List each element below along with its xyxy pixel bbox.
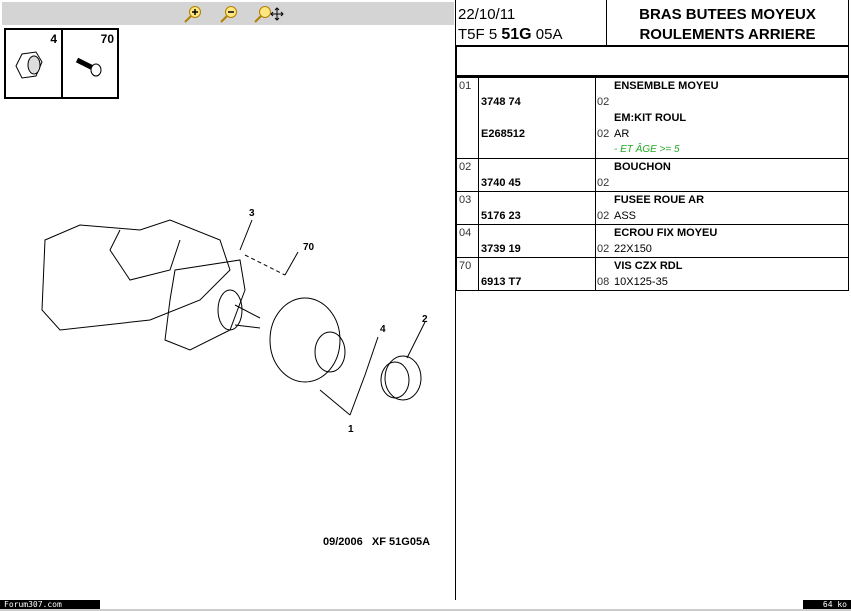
item-number: 01 [456, 77, 479, 159]
parts-table: 01 3748 74 E268512 02 02 ENSEMBLE MOYEU EM:… [456, 77, 849, 291]
nut-icon [15, 51, 43, 79]
file-size: 64 ko [803, 600, 851, 610]
parts-header: 22/10/11 T5F 5 51G 05A BRAS BUTEES MOYEU… [456, 0, 849, 47]
description: VIS CZX RDL [614, 260, 683, 272]
page-code: T5F 5 51G 05A [458, 26, 563, 43]
date: 22/10/11 [458, 6, 516, 23]
table-row[interactable]: 01 3748 74 E268512 02 02 ENSEMBLE MOYEU EM:… [456, 77, 849, 159]
callout-1: 1 [348, 424, 354, 435]
quantity: 08 [597, 276, 610, 288]
zoom-in-icon[interactable] [182, 5, 204, 23]
title-line-1: BRAS BUTEES MOYEUX [639, 6, 816, 23]
note: - ET ÂGE >= 5 [614, 144, 680, 155]
part-thumbnails: 4 70 [4, 28, 119, 99]
exploded-hub-diagram: 1 2 3 4 70 [41, 208, 428, 435]
zoom-out-icon[interactable] [218, 5, 240, 23]
item-number: 70 [456, 257, 479, 291]
callout-2: 2 [422, 314, 428, 325]
quantity: 02 [597, 210, 610, 222]
part-ref[interactable]: 3748 74 [481, 96, 521, 108]
callout-3: 3 [249, 208, 255, 219]
blank-row [456, 47, 849, 77]
thumbnail-nut[interactable]: 4 [6, 30, 61, 97]
callout-70: 70 [303, 242, 315, 253]
part-ref[interactable]: 6913 T7 [481, 276, 522, 288]
diagram-reference: 09/2006 XF 51G05A [323, 536, 431, 548]
item-number: 04 [456, 224, 479, 258]
sub-description: AR [614, 128, 630, 140]
thumb-number: 4 [50, 32, 57, 46]
diagram-panel: 4 70 1 2 3 4 70 09/2006 XF 51G05A [2, 2, 454, 548]
part-ref[interactable]: 3739 19 [481, 243, 521, 255]
zoom-pan-icon[interactable] [252, 5, 284, 23]
description: ECROU FIX MOYEU [614, 227, 718, 239]
description: BOUCHON [614, 161, 671, 173]
callout-4: 4 [380, 324, 386, 335]
quantity: 02 [597, 243, 610, 255]
title-line-2: ROULEMENTS ARRIERE [639, 26, 816, 43]
description: EM:KIT ROUL [614, 112, 687, 124]
quantity: 02 [597, 128, 610, 140]
parts-panel: 22/10/11 T5F 5 51G 05A BRAS BUTEES MOYEU… [456, 0, 849, 291]
quantity: 02 [597, 177, 610, 189]
item-number: 03 [456, 191, 479, 225]
thumbnail-screw[interactable]: 70 [61, 30, 118, 97]
screw-icon [75, 57, 102, 77]
part-ref[interactable]: 3740 45 [481, 177, 521, 189]
divider [455, 0, 456, 600]
toolbar [2, 2, 454, 25]
thumb-number: 70 [100, 32, 114, 46]
sub-description: 22X150 [614, 243, 652, 255]
part-ref[interactable]: E268512 [481, 128, 526, 140]
sub-description: 10X125-35 [614, 276, 668, 288]
quantity: 02 [597, 96, 610, 108]
description: FUSEE ROUE AR [614, 194, 705, 206]
description: ENSEMBLE MOYEU [614, 80, 719, 92]
part-ref[interactable]: 5176 23 [481, 210, 521, 222]
site-label: Forum307.com [0, 600, 100, 610]
sub-description: ASS [614, 210, 637, 222]
item-number: 02 [456, 158, 479, 192]
